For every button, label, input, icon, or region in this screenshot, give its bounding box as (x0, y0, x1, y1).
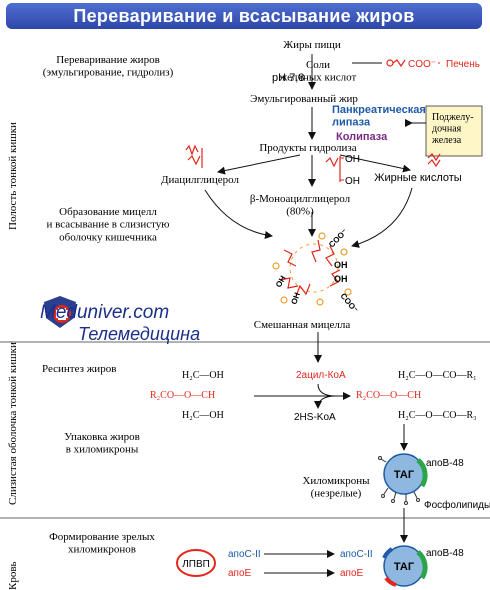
label-hydrolysis-products: Продукты гидролиза (259, 142, 356, 154)
fatty-acid-icon (427, 153, 441, 168)
label-apob48-1: апоВ-48 (426, 458, 464, 469)
text-line: липаза (332, 117, 371, 129)
zone-label-cavity: Полость тонкой кишки (7, 122, 19, 230)
label-coo-bile: COO⁻ (408, 59, 436, 70)
text-line: хиломикронов (68, 544, 136, 556)
micelle-coo-1: COO⁻ (327, 227, 349, 249)
arrow-to-diacylglycerol (217, 154, 301, 175)
label-apoc2-hdl: апоС-II (228, 549, 261, 560)
pancreas-box (425, 105, 483, 157)
text-line: в хиломикроны (66, 444, 139, 456)
arrow-fa-to-micelle (351, 187, 413, 248)
mixed-micelle-icon (272, 232, 352, 306)
text-line: Соли (306, 59, 330, 71)
label-emulsified-fat: Эмульгированный жир (250, 93, 358, 105)
label-diacylglycerol: Диацилглицерол (161, 174, 239, 186)
tag-line-1: H₂C—O—CO—R₁ (398, 370, 477, 381)
label-colipase: Колипаза (336, 131, 388, 143)
watermark-sub: Телемедицина (78, 324, 200, 344)
micelle-coo-2: COO⁻ (338, 292, 359, 315)
micelle-oh-3: OH (274, 274, 288, 289)
watermark (44, 296, 76, 328)
text-line: Образование мицелл (59, 206, 157, 218)
label-phospholipids: Фосфолипиды (424, 499, 490, 511)
label-apoe-mature: апоЕ (340, 568, 364, 579)
watermark-site: Meduniver.com (40, 302, 169, 323)
label-oh-1: OH (345, 154, 360, 165)
mag-line-1: H₂C—OH (182, 370, 224, 381)
text-line: и всасывание в слизистую (47, 219, 170, 231)
label-oh-2: OH (345, 176, 360, 187)
text-line: дочная (432, 124, 462, 135)
text-line: (80%) (286, 206, 314, 218)
tag-line-3: H₂C—O—CO—R₃ (398, 410, 477, 421)
label-ph: pH 7,8 (272, 72, 304, 84)
label-monoacylglycerol: β-Моноацилглицерол(80%) (250, 193, 351, 218)
arrow-acyl-in (317, 383, 337, 397)
mag-structure: H₂C—OH R₂CO—O—CH H₂C—OH (150, 370, 224, 421)
label-chylomicrons-immature: Хиломикроны(незрелые) (302, 475, 370, 500)
chylomicron-tag-label: ТАГ (394, 469, 415, 481)
text-line: Панкреатическая (332, 104, 426, 116)
micelle-oh-4: OH (289, 291, 302, 306)
arrow-dag-to-micelle (204, 189, 273, 239)
text-line: Хиломикроны (302, 475, 370, 487)
step-digestion: Переваривание жиров(эмульгирование, гидр… (43, 54, 174, 79)
tag-structure: H₂C—O—CO—R₁ R₂CO—O—CH H₂C—O—CO—R₃ (356, 370, 477, 421)
label-acyl-coa: 2ацил-КоА (296, 370, 346, 381)
micelle-oh-1: OH (334, 260, 348, 270)
mag-line-3: H₂C—OH (182, 410, 224, 421)
label-mixed-micelle: Смешанная мицелла (254, 319, 351, 331)
chylomicron-mature-icon (382, 545, 428, 587)
text-line: (эмульгирование, гидролиз) (43, 67, 174, 79)
label-dietary-fats: Жиры пищи (283, 39, 341, 51)
text-line: β-Моноацилглицерол (250, 193, 351, 205)
bile-salt-icon (386, 59, 406, 68)
text-line: Упаковка жиров (64, 431, 140, 443)
label-liver: Печень (446, 59, 480, 70)
label-hdl: ЛПВП (182, 559, 210, 570)
text-line: желчных кислот (279, 72, 357, 84)
monoacylglycerol-icon (325, 156, 344, 182)
zone-label-blood: Кровь (7, 561, 19, 590)
text-line: (незрелые) (311, 488, 362, 500)
label-apoc2-mature: апоС-II (340, 549, 373, 560)
page-title: Переваривание и всасывание жиров (73, 6, 415, 26)
arrow-to-fatty-acids (339, 154, 411, 173)
mature-tag-label: ТАГ (394, 561, 415, 573)
text-line: Формирование зрелых (49, 531, 155, 543)
hdl-icon (176, 549, 216, 577)
text-line: оболочку кишечника (59, 231, 157, 243)
text-line: Переваривание жиров (56, 54, 160, 66)
title-banner: Переваривание и всасывание жиров (6, 3, 482, 29)
chylomicron-immature-icon (378, 453, 428, 505)
tag-line-2: R₂CO—O—CH (356, 390, 421, 401)
label-fatty-acids: Жирные кислоты (374, 172, 461, 184)
text-line: железа (431, 135, 462, 146)
text-line: Поджелу- (432, 112, 474, 123)
mag-line-2: R₂CO—O—CH (150, 390, 215, 401)
label-hs-coa: 2HS-KoA (294, 412, 336, 423)
label-apob48-2: апоВ-48 (426, 548, 464, 559)
step-resynthesis: Ресинтез жиров (42, 363, 116, 375)
zone-label-mucosa: Слизистая оболочка тонкой кишки (7, 342, 19, 505)
diacylglycerol-icon (185, 144, 203, 168)
label-apoe-hdl: апоЕ (228, 568, 252, 579)
arrow-hscoa-out (314, 395, 337, 409)
micelle-oh-2: OH (334, 274, 348, 284)
